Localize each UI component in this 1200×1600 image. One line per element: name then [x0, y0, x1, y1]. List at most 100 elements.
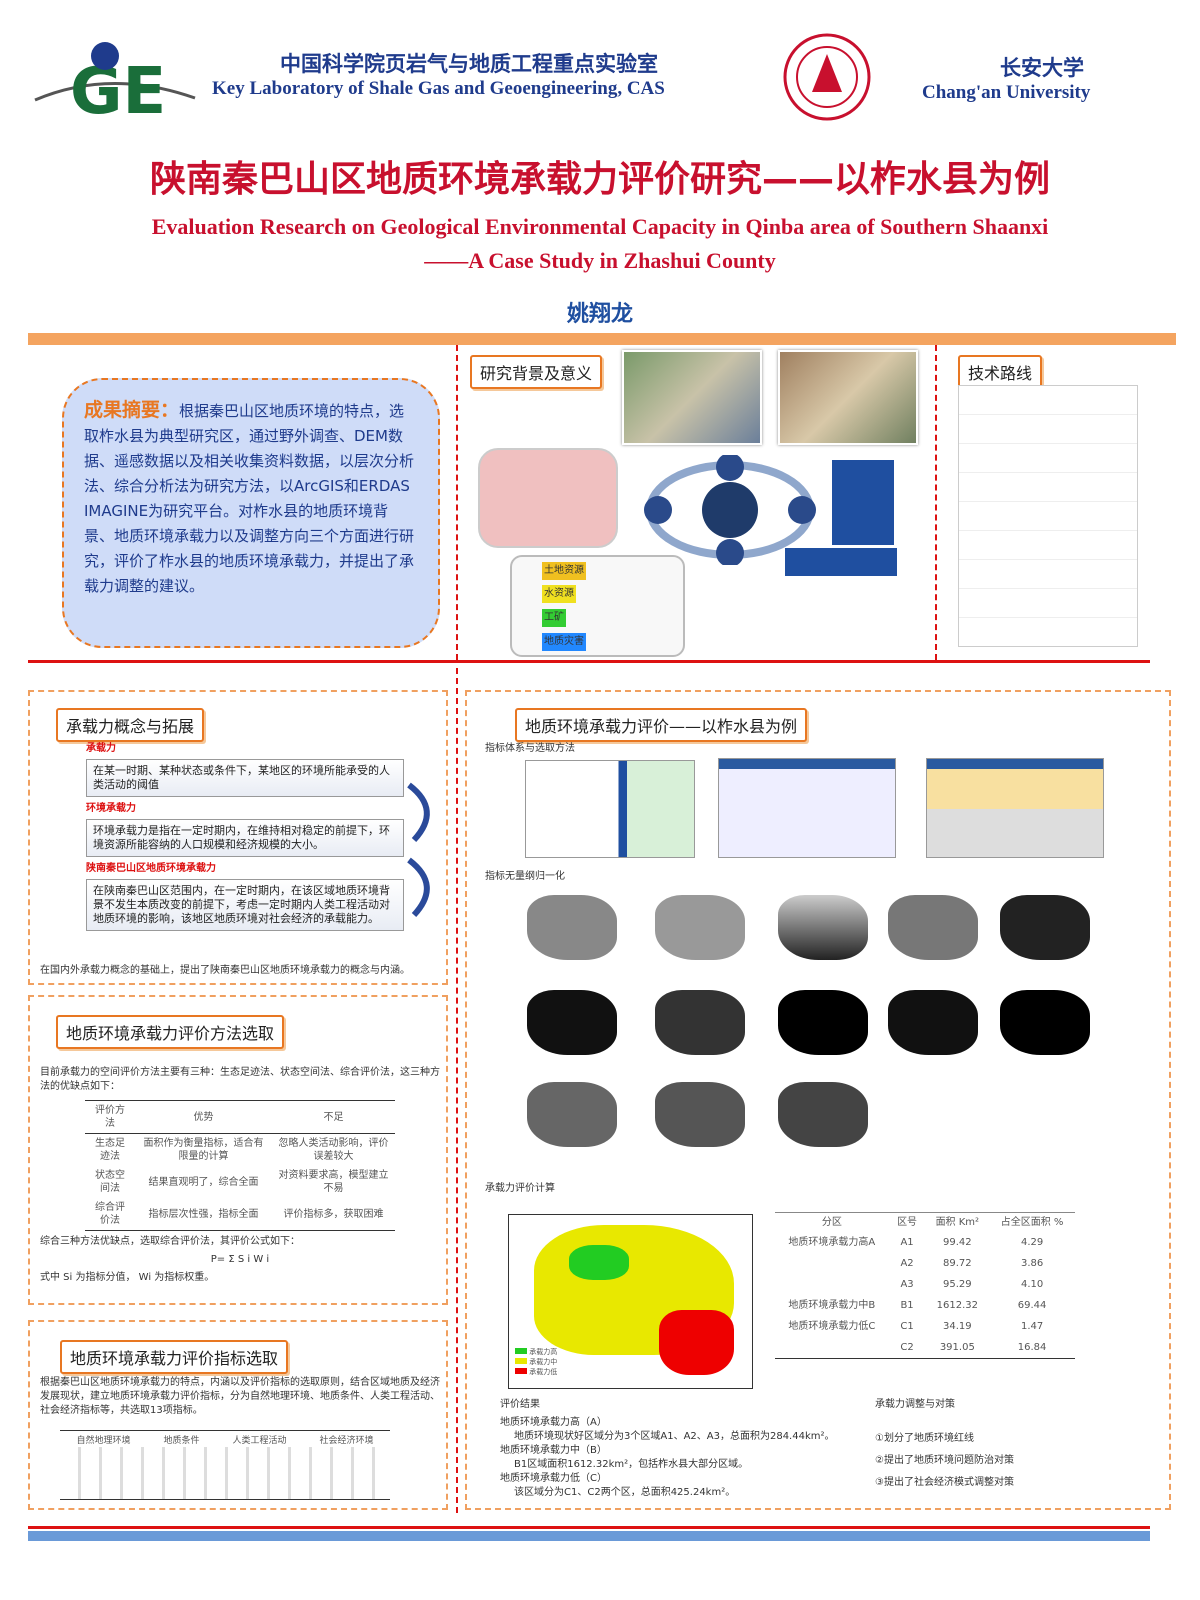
abstract-label: 成果摘要：	[84, 399, 180, 421]
abstract-text: 根据秦巴山区地质环境的特点，选取柞水县为典型研究区，通过野外调查、DEM数据、遥…	[84, 402, 415, 595]
th: 分区	[821, 1217, 842, 1228]
results-section: 评价结果 地质环境承载力高（A） 地质环境现状好区域分为3个区域A1、A2、A3…	[500, 1398, 862, 1500]
concept-head: 承载力	[86, 743, 116, 754]
td: 状态空间法	[95, 1170, 125, 1194]
method-intro: 目前承载力的空间评价方法主要有三种：生态足迹法、状态空间法、综合评价法，这三种方…	[40, 1067, 440, 1092]
td: A3	[900, 1279, 914, 1290]
th: 自然地理环境	[76, 1436, 131, 1446]
author: 姚翔龙	[566, 302, 633, 327]
td: 1.47	[1020, 1321, 1044, 1332]
concept-panel	[28, 690, 448, 985]
td: 生态足迹法	[95, 1138, 125, 1162]
section-title-concept: 承载力概念与拓展	[56, 708, 205, 742]
td: 89.72	[942, 1258, 972, 1269]
td: 391.05	[939, 1341, 975, 1353]
abstract-box: 成果摘要：根据秦巴山区地质环境的特点，选取柞水县为典型研究区，通过野外调查、DE…	[62, 378, 440, 648]
result-text: 地质环境现状好区域分为3个区域A1、A2、A3，总面积为284.44km²。	[514, 1431, 835, 1442]
method-panel	[28, 995, 448, 1305]
measure-item: ②提出了地质环境问题防治对策	[875, 1455, 1014, 1466]
research-cycle-diagram	[644, 455, 816, 565]
factor-map	[527, 990, 617, 1055]
region-map	[478, 448, 618, 548]
td: 地质环境承载力低C	[788, 1321, 876, 1332]
photo-geohazard	[778, 350, 918, 445]
index-table-body	[60, 1447, 390, 1500]
concept-list: 承载力 在某一时期、某种状态或条件下，某地区的环境所能承受的人类活动的阈值 环境…	[86, 742, 404, 936]
concept-note: 在国内外承载力概念的基础上，提出了陕南秦巴山区地质环境承载力的概念与内涵。	[40, 965, 410, 976]
method-table: 评价方法优势不足 生态足迹法面积作为衡量指标，适合有限量的计算忽略人类活动影响，…	[85, 1100, 395, 1231]
td	[775, 1274, 889, 1295]
divider	[456, 668, 458, 1513]
concept-box: 在某一时期、某种状态或条件下，某地区的环境所能承受的人类活动的阈值	[86, 759, 404, 797]
td: 16.84	[1017, 1341, 1047, 1353]
td: A2	[900, 1258, 914, 1269]
result-head: 地质环境承载力中（B）	[500, 1445, 607, 1456]
method-content: 目前承载力的空间评价方法主要有三种：生态足迹法、状态空间法、综合评价法，这三种方…	[40, 1066, 440, 1285]
photo-landscape	[622, 350, 762, 445]
subsection-label: 承载力评价计算	[485, 1183, 555, 1194]
section-title-method: 地质环境承载力评价方法选取	[56, 1015, 285, 1049]
title-en-line2: ——A Case Study in Zhashui County	[424, 248, 776, 273]
zone-low	[659, 1310, 734, 1375]
info-box	[785, 548, 897, 576]
index-panel	[28, 1320, 448, 1510]
row-label: 土地资源	[542, 562, 586, 580]
td: 地质环境承载力高A	[788, 1237, 876, 1248]
th: 人类工程活动	[232, 1436, 287, 1446]
subsection-label: 指标体系与选取方法	[485, 743, 575, 754]
result-head: 地质环境承载力低（C）	[500, 1473, 607, 1484]
measures-title: 承载力调整与对策	[875, 1399, 955, 1410]
lab-name-en: Key Laboratory of Shale Gas and Geoengin…	[212, 78, 665, 99]
poster-title-cn: 陕南秦巴山区地质环境承载力评价研究——以柞水县为例	[149, 159, 1050, 200]
ge-logo: GE	[34, 42, 196, 118]
factor-map	[527, 895, 617, 960]
blue-footer-bar	[28, 1531, 1150, 1541]
td: 综合评价法	[95, 1202, 125, 1226]
zone-high	[569, 1245, 629, 1280]
factor-map	[655, 1082, 745, 1147]
flow-arrows	[407, 782, 430, 918]
slide-thumbnail	[718, 758, 896, 858]
legend-label: 承载力中	[529, 1358, 558, 1366]
td: 34.19	[942, 1321, 972, 1332]
method-after: 综合三种方法优缺点，选取综合评价法，其评价公式如下：	[40, 1236, 300, 1247]
td: B1	[900, 1300, 914, 1311]
section-title-tech: 技术路线	[958, 355, 1043, 389]
td: 4.10	[1020, 1279, 1044, 1290]
td: C2	[900, 1341, 914, 1353]
td	[775, 1337, 889, 1358]
section-title-evaluation: 地质环境承载力评价——以柞水县为例	[515, 708, 808, 742]
td: A1	[900, 1237, 914, 1248]
td: 99.42	[942, 1237, 972, 1248]
td: 地质环境承载力中B	[788, 1300, 876, 1311]
td: 95.29	[942, 1279, 972, 1290]
poster-title-en: Evaluation Research on Geological Enviro…	[0, 210, 1200, 278]
th: 占全区面积 %	[1000, 1217, 1064, 1228]
th: 社会经济环境	[319, 1436, 374, 1446]
td: 3.86	[1020, 1258, 1044, 1269]
university-seal	[783, 33, 871, 121]
section-title-index: 地质环境承载力评价指标选取	[60, 1340, 289, 1374]
concept-box: 环境承载力是指在一定时期内，在维持相对稳定的前提下，环境资源所能容纳的人口规模和…	[86, 819, 404, 857]
td: 1612.32	[936, 1300, 978, 1311]
td: 评价指标多，获取困难	[283, 1208, 384, 1220]
divider	[456, 345, 458, 660]
subsection-label: 指标无量纲归一化	[485, 871, 565, 882]
concept-head: 环境承载力	[86, 803, 136, 814]
resource-list: 土地资源 水资源 工矿 地质灾害	[510, 555, 685, 657]
title-en-line1: Evaluation Research on Geological Enviro…	[151, 214, 1049, 239]
td: C1	[900, 1321, 914, 1332]
tech-roadmap-chart	[958, 385, 1138, 647]
th: 地质条件	[163, 1436, 200, 1446]
factor-map	[888, 895, 978, 960]
factor-map	[888, 990, 978, 1055]
factor-map	[1000, 895, 1090, 960]
svg-text:GE: GE	[70, 55, 166, 118]
td: 69.44	[1017, 1300, 1047, 1311]
factor-map	[527, 1082, 617, 1147]
factor-map	[655, 895, 745, 960]
th: 面积 Km²	[935, 1217, 980, 1228]
th: 评价方法	[95, 1105, 125, 1129]
factor-map	[778, 990, 868, 1055]
